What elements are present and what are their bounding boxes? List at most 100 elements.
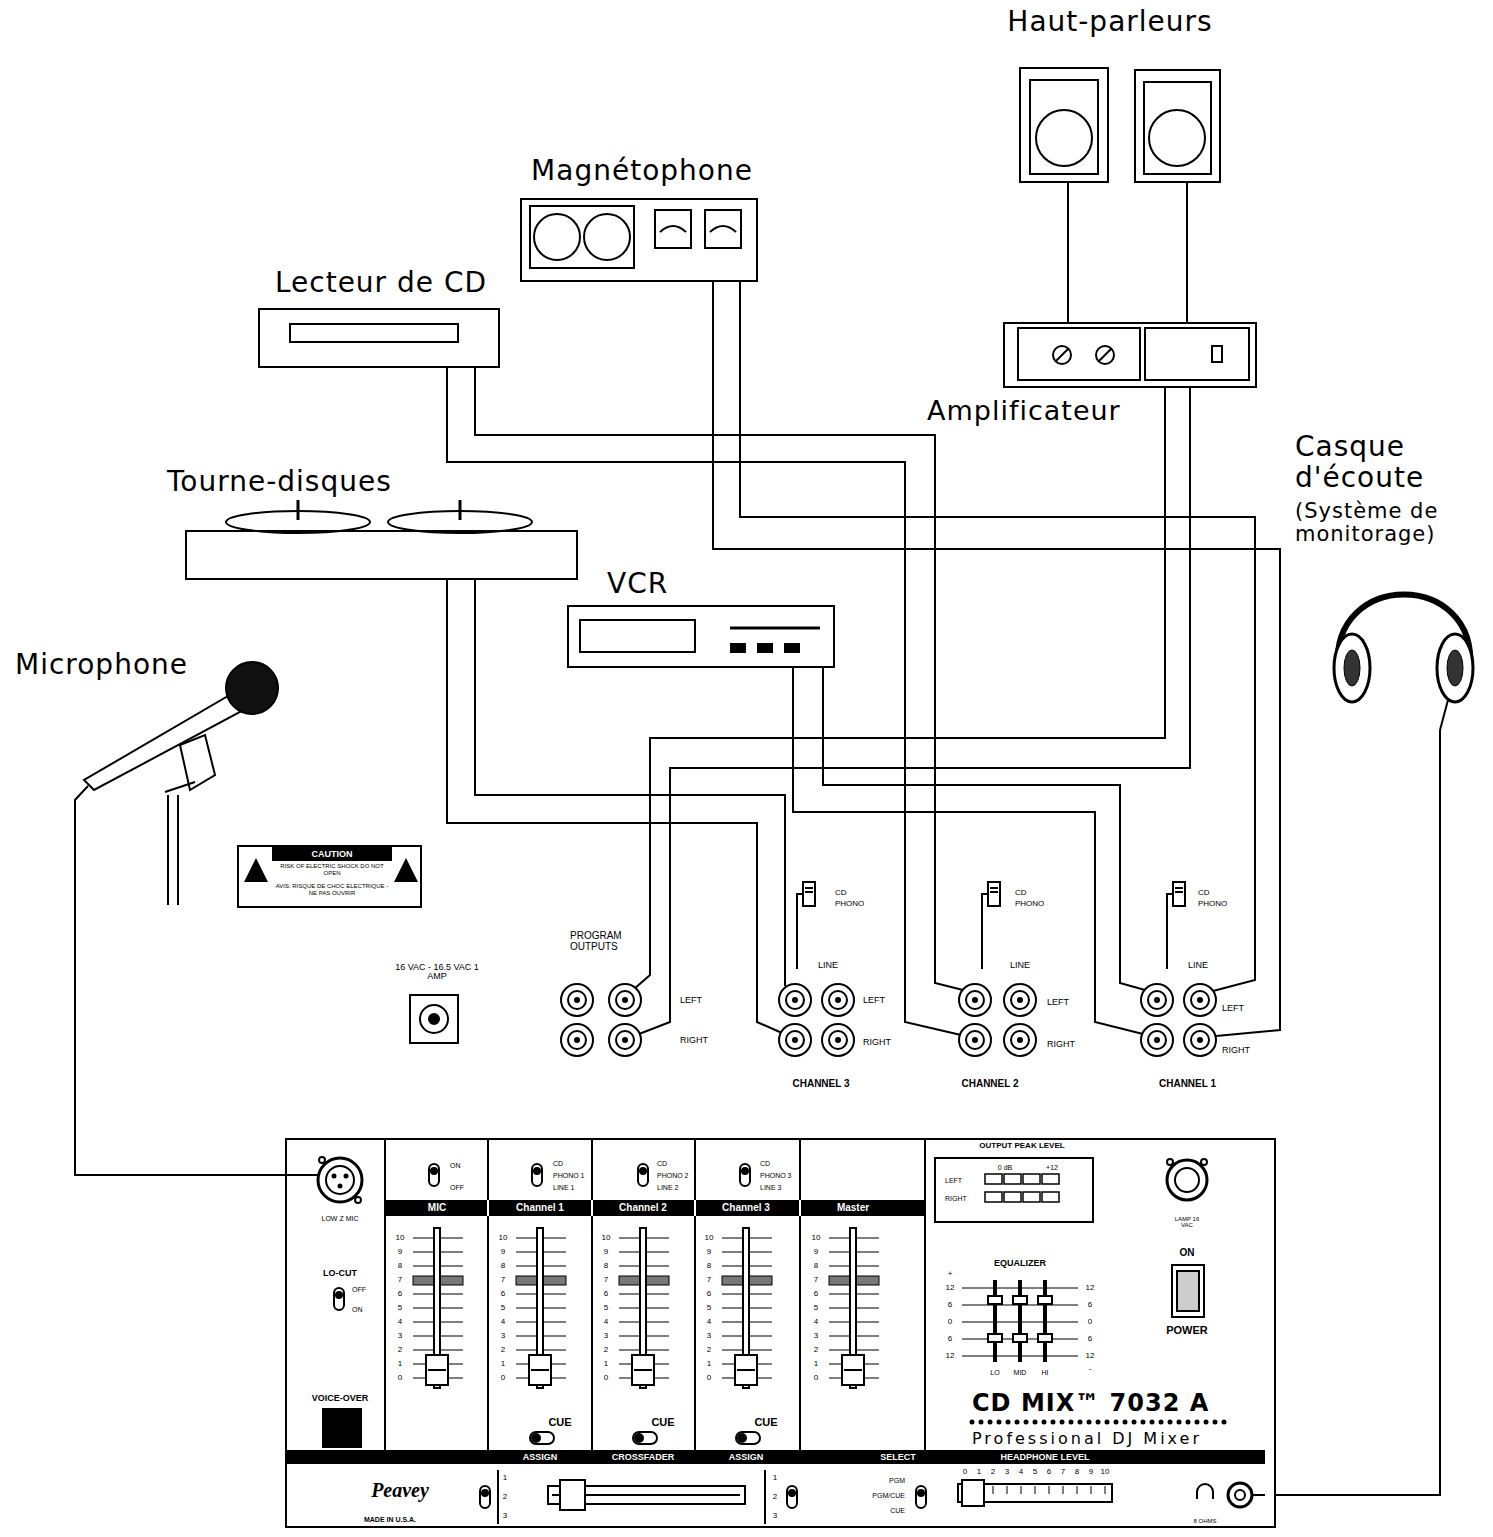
panel-label: 1	[503, 1474, 507, 1482]
panel-label: HI	[1042, 1369, 1049, 1376]
panel-label: 6	[501, 1290, 505, 1298]
level-tick	[1091, 1486, 1092, 1494]
speaker-symbol	[1030, 80, 1098, 174]
logo-dot	[1177, 1420, 1182, 1425]
rca-jack	[568, 991, 586, 1009]
band-separator	[488, 1200, 800, 1216]
peak-led	[1023, 1174, 1040, 1184]
panel-label: 6	[1088, 1301, 1092, 1309]
panel-label: 5	[501, 1304, 505, 1312]
panel-label: 5	[707, 1304, 711, 1312]
cable	[1276, 730, 1440, 1495]
panel-label: 3	[814, 1332, 818, 1340]
xlr-socket	[319, 1157, 325, 1163]
panel-label: MADE IN U.S.A.	[364, 1516, 416, 1523]
panel-label: 0	[814, 1374, 818, 1382]
xlr-socket	[1167, 1160, 1207, 1200]
cable	[1068, 183, 1187, 322]
panel-label: LAMP 16 VAC	[1169, 1216, 1205, 1228]
panel-label: +	[948, 1270, 953, 1278]
rca-jack	[561, 1024, 593, 1056]
panel-label: CUE	[754, 1417, 777, 1428]
panel-label: 7	[604, 1276, 608, 1284]
panel-label: PHONO 1	[553, 1172, 585, 1179]
panel-label: 7	[814, 1276, 818, 1284]
panel-label: 6	[1047, 1468, 1051, 1476]
node-title: CHANNEL 3	[752, 1078, 890, 1089]
cue-switch	[736, 1432, 760, 1444]
toggle-switch	[480, 1486, 490, 1508]
headphones-symbol	[1334, 595, 1473, 731]
input-channel: CHANNEL 2	[900, 880, 1080, 1095]
rca-jack	[822, 1024, 854, 1056]
panel-label: LOW Z MIC	[322, 1215, 359, 1222]
rca-jack	[1191, 1031, 1209, 1049]
rca-jack	[609, 984, 641, 1016]
rca-jack	[1017, 997, 1023, 1003]
fader-knob	[529, 1355, 551, 1385]
panel-label: 6	[948, 1301, 952, 1309]
panel-label: CD	[760, 1160, 770, 1167]
panel-label: RIGHT	[1047, 1040, 1075, 1049]
panel-label: LEFT	[1047, 998, 1069, 1007]
node-title: Casque d'écoute	[1295, 432, 1480, 494]
headphone-jack	[1235, 1490, 1245, 1500]
rca-jack	[835, 997, 841, 1003]
logo-dot	[1069, 1420, 1074, 1425]
panel-label: 6	[814, 1290, 818, 1298]
eq-knob	[1038, 1334, 1052, 1342]
rca-jack	[1154, 1037, 1160, 1043]
panel-label: MIC	[428, 1203, 446, 1213]
panel-label: CROSSFADER	[612, 1453, 675, 1462]
panel-label: 0	[604, 1374, 608, 1382]
peak-led	[1042, 1192, 1059, 1202]
panel-label: 4	[707, 1318, 711, 1326]
headphones-symbol	[1440, 700, 1448, 730]
fader-knob	[735, 1355, 757, 1385]
panel-label: 0 dB	[998, 1164, 1012, 1171]
fader-knob	[428, 1369, 446, 1371]
panel-label: OFF	[450, 1184, 464, 1191]
caution-symbol	[244, 858, 418, 882]
logo-dot	[1168, 1420, 1173, 1425]
rca-jack	[822, 984, 854, 1016]
rca-jack	[616, 1031, 634, 1049]
rca-jack	[966, 1031, 984, 1049]
panel-label: CUE	[548, 1417, 571, 1428]
panel-label: 3	[1005, 1468, 1009, 1476]
rca-jack	[792, 1037, 798, 1043]
panel-label: 0	[501, 1374, 505, 1382]
panel-label: 9	[398, 1248, 402, 1256]
selector-switch	[803, 882, 815, 906]
panel-label: EQUALIZER	[994, 1259, 1046, 1268]
panel-label: 6	[948, 1335, 952, 1343]
panel-label: HEADPHONE LEVEL	[1000, 1453, 1089, 1462]
rca-jack	[1148, 991, 1166, 1009]
panel-label: -	[1089, 1365, 1092, 1373]
cue-switch	[634, 1433, 644, 1443]
panel-label: 3	[604, 1332, 608, 1340]
cable	[447, 368, 935, 880]
headphone-jack	[1197, 1484, 1213, 1499]
headphones-symbol	[1344, 650, 1360, 686]
cable-wire	[823, 668, 1120, 880]
rca-jack	[1141, 984, 1173, 1016]
xlr-pin	[344, 1174, 349, 1179]
panel-label: 16 VAC - 16.5 VAC 1 AMP	[387, 963, 487, 981]
node-title: CAUTION	[272, 850, 392, 860]
xlr-socket	[1201, 1159, 1207, 1165]
panel-label: ASSIGN	[523, 1453, 558, 1462]
panel-label: 8	[707, 1262, 711, 1270]
logo-dot	[1051, 1420, 1056, 1425]
panel-label: 1	[773, 1474, 777, 1482]
panel-label: 12	[1086, 1352, 1095, 1360]
rca-jack	[1184, 984, 1216, 1016]
device-detail	[534, 214, 580, 260]
logo-dot	[1204, 1420, 1209, 1425]
headphone-jack	[1228, 1483, 1252, 1507]
caution-symbol	[272, 847, 392, 861]
cable-wire	[1186, 183, 1188, 322]
panel-label: 4	[501, 1318, 505, 1326]
turntable: Tourne-disques	[185, 530, 578, 580]
panel-label: 2	[707, 1346, 711, 1354]
